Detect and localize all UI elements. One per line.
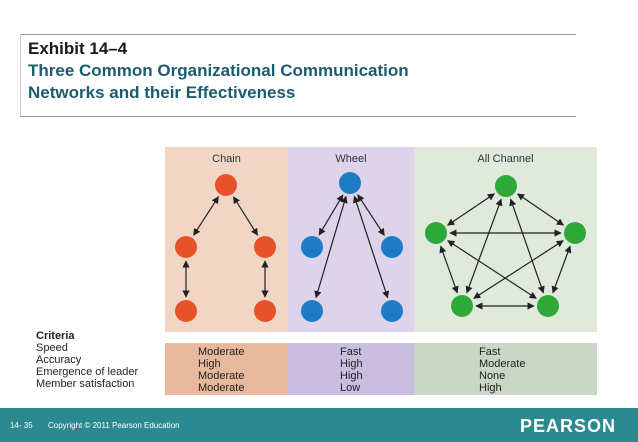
criteria-label-accuracy: Accuracy [36,354,82,366]
title-line: Networks and their Effectiveness [28,83,296,102]
all-channel-criteria-panel [414,343,597,395]
network-connections [182,193,572,310]
criteria-heading: Criteria [36,330,75,342]
wheel-node [301,300,323,322]
title-exhibit-number: Exhibit 14–4 [28,39,128,58]
title-rule-bottom [20,116,576,117]
page-number: 14- 35 [10,421,33,430]
wheel-link [314,195,348,299]
all-channel-link [447,193,495,226]
chain-node [215,174,237,196]
all-channel-link [516,193,565,226]
slide-footer: 14- 35 Copyright © 2011 Pearson Educatio… [0,408,638,442]
chain-criteria-panel [165,343,288,395]
wheel-node [381,300,403,322]
chain-link [193,196,219,236]
all-channel-leader: None [479,370,506,382]
all-channel-link [509,198,545,294]
wheel-satisfaction: Low [340,382,361,394]
wheel-speed: Fast [340,346,362,358]
wheel-accuracy: High [340,358,363,370]
pearson-logo: PEARSON [519,416,616,436]
wheel-criteria-panel [288,343,414,395]
criteria-label-leader: Emergence of leader [36,366,139,378]
copyright-text: Copyright © 2011 Pearson Education [48,421,180,430]
all-channel-accuracy: Moderate [479,358,526,370]
all-channel-link [465,198,503,294]
all-channel-link [447,240,537,299]
chain-satisfaction: Moderate [198,382,245,394]
all-channel-link [473,240,564,299]
all-channel-node [495,175,517,197]
chain-node [254,236,276,258]
all-channel-node [425,222,447,244]
chain-heading: Chain [212,153,241,165]
wheel-leader: High [340,370,363,382]
wheel-link [352,195,390,299]
all-channel-node [451,295,473,317]
all-channel-node [537,295,559,317]
wheel-node [301,236,323,258]
all-channel-criteria-values: Fast Moderate None High [479,346,525,394]
slide-title: Exhibit 14–4 Three Common Organizational… [28,38,409,104]
chain-node [175,236,197,258]
criteria-label-speed: Speed [36,342,68,354]
chain-link [232,196,259,236]
wheel-link [318,194,344,236]
title-line: Three Common Organizational Communicatio… [28,61,409,80]
chain-speed: Moderate [198,346,245,358]
all-channel-speed: Fast [479,346,501,358]
title-rule-top [20,34,576,35]
wheel-node [381,236,403,258]
all-channel-satisfaction: High [479,382,502,394]
wheel-link [357,194,385,236]
criteria-labels: Criteria Speed Accuracy Emergence of lea… [36,330,138,390]
all-channel-heading: All Channel [477,153,534,165]
wheel-node [339,172,361,194]
chain-criteria-values: Moderate High Moderate Moderate [198,346,244,394]
title-rule-left [20,34,21,116]
criteria-label-satisfaction: Member satisfaction [36,378,135,390]
all-channel-link [439,245,459,294]
all-channel-link [551,245,572,294]
chain-accuracy: High [198,358,221,370]
network-nodes [175,172,586,322]
wheel-heading: Wheel [335,153,367,165]
all-channel-node [564,222,586,244]
chain-node [175,300,197,322]
chain-node [254,300,276,322]
wheel-criteria-values: Fast High High Low [340,346,363,394]
chain-leader: Moderate [198,370,245,382]
